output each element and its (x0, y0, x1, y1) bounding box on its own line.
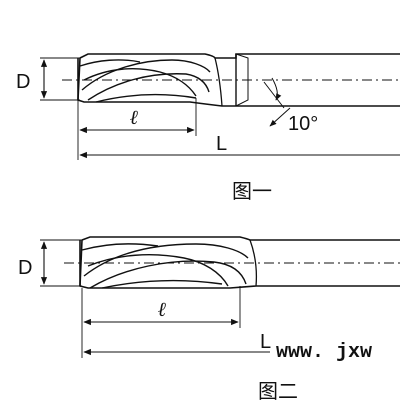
fig2-caption: 图二 (258, 379, 298, 400)
fig2-overall-length-label: L (260, 331, 271, 353)
fig1-angle-leader (263, 81, 285, 109)
watermark-text: www. jxw (276, 341, 372, 364)
fig1-cutter-body (77, 53, 400, 107)
fig1-caption: 图一 (232, 179, 272, 203)
fig2-cutter-body (79, 236, 400, 289)
fig2-diameter-label: D (18, 257, 32, 279)
fig1-angle-arrow (269, 107, 291, 127)
figure-1: D ℓ L 10° 图一 (16, 53, 400, 203)
fig1-diameter-label: D (16, 71, 30, 93)
fig2-flute-length-label: ℓ (158, 299, 167, 321)
fig1-flutes (79, 59, 211, 103)
fig1-flute-length-label: ℓ (130, 107, 139, 129)
fig2-shank-taper (249, 239, 258, 287)
fig1-shank-relief (235, 53, 249, 107)
fig1-angle-arc (271, 77, 282, 101)
fig1-angle-label: 10° (288, 113, 318, 135)
figure-2: D ℓ L www. jxw 图二 (18, 236, 400, 400)
fig1-overall-length-label: L (216, 133, 227, 155)
fig2-flutes (81, 243, 249, 289)
fig1-shank-taper (214, 57, 223, 107)
